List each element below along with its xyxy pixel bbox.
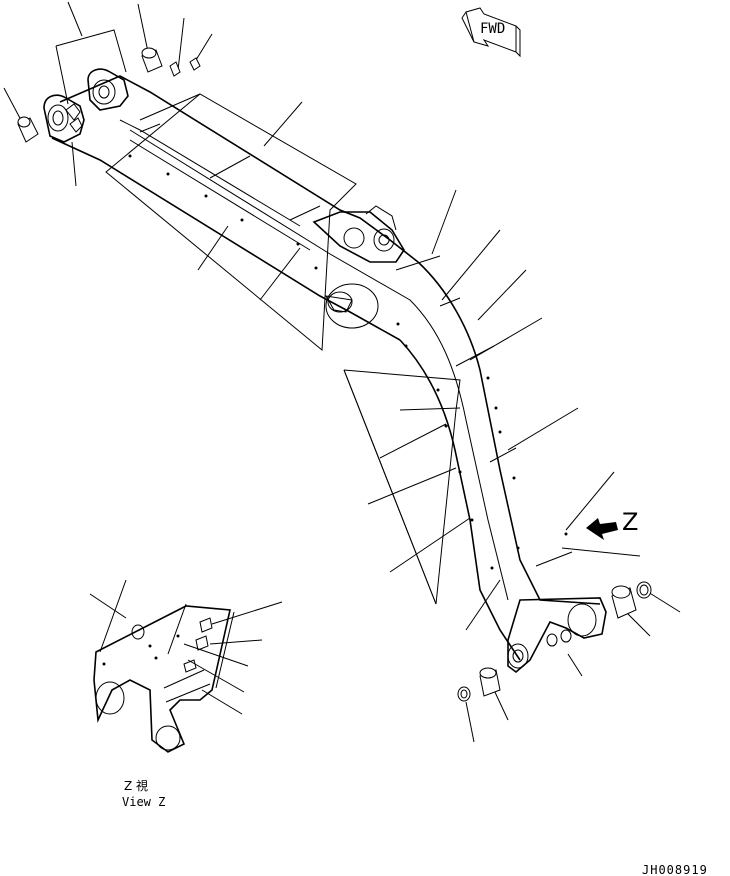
callout-leaders bbox=[3, 1, 681, 743]
bolt-points bbox=[128, 154, 568, 570]
view-caption-en: View Z bbox=[122, 795, 165, 809]
fwd-arrow: FWD bbox=[461, 7, 521, 58]
boom-top-end bbox=[507, 597, 607, 674]
drawing-id: JH008919 bbox=[642, 863, 708, 876]
bushing-parts bbox=[17, 47, 652, 702]
leader-frames bbox=[105, 93, 461, 605]
view-marker: Z bbox=[622, 508, 638, 536]
side-boss bbox=[325, 283, 379, 329]
detail-view-z bbox=[89, 579, 283, 753]
boom-body bbox=[51, 75, 601, 661]
fwd-label: FWD bbox=[480, 21, 505, 37]
view-caption-jp: Z 視 bbox=[124, 778, 148, 793]
view-z-arrow: Z bbox=[586, 508, 638, 540]
cylinder-bracket bbox=[312, 205, 405, 263]
boom-foot bbox=[43, 68, 129, 143]
